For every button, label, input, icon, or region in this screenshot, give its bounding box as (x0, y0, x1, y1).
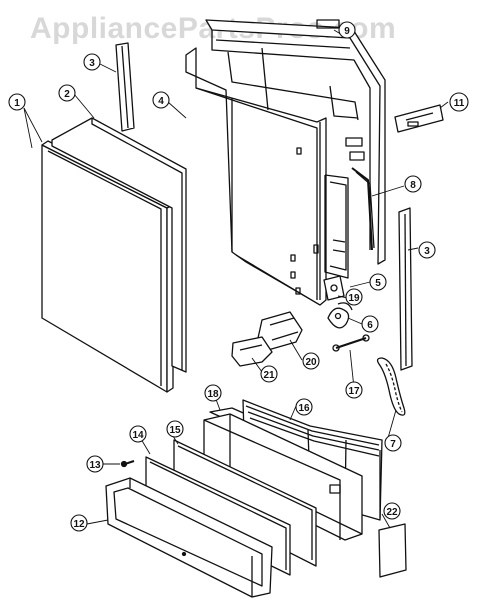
callout-circle-5 (369, 273, 387, 291)
callout-label-21: 21 (263, 370, 275, 381)
part-spring-17 (332, 334, 370, 352)
part-latch-6 (327, 302, 353, 329)
callout-circle-4 (152, 91, 170, 109)
callout-circle-7 (384, 434, 402, 452)
callout-label-22: 22 (386, 507, 398, 518)
part-bracket-11 (394, 104, 444, 133)
callout-label-15: 15 (169, 425, 181, 436)
callout-circle-8 (404, 175, 422, 193)
callout-circle-20 (302, 352, 320, 370)
callout-label-18: 18 (207, 389, 219, 400)
callout-circle-16 (295, 398, 313, 416)
callout-label-17: 17 (348, 386, 360, 397)
part-inner-door-panel (185, 47, 327, 306)
callout-label-14: 14 (132, 430, 144, 441)
callout-label-11: 11 (454, 98, 465, 109)
callout-label-12: 12 (73, 519, 85, 530)
part-screw-13 (120, 460, 135, 468)
callout-label-9: 9 (344, 26, 350, 37)
callout-circle-12 (70, 514, 88, 532)
part-inner-frame-assembly (205, 19, 386, 279)
callout-label-5: 5 (375, 278, 381, 289)
part-door-liner-panel (51, 117, 187, 373)
callout-circles (8, 21, 469, 532)
callout-label-4: 4 (158, 96, 164, 107)
part-latch-5 (323, 275, 345, 301)
part-gasket-7 (376, 357, 406, 416)
part-panel-22 (378, 523, 407, 578)
callout-label-13: 13 (89, 460, 101, 471)
callout-label-20: 20 (305, 357, 317, 368)
callout-labels: 1 2 3 4 9 11 8 3 5 19 6 20 21 17 7 18 16… (14, 26, 465, 530)
callout-circle-3a (83, 53, 101, 71)
callout-circle-9 (338, 21, 356, 39)
callout-label-8: 8 (410, 180, 416, 191)
callout-label-16: 16 (298, 403, 310, 414)
callout-circle-6 (361, 315, 379, 333)
callout-circle-18 (204, 384, 222, 402)
callout-circle-17 (345, 381, 363, 399)
callout-label-6: 6 (367, 320, 373, 331)
callout-circle-1 (8, 93, 26, 111)
callout-label-3b: 3 (424, 246, 430, 257)
callout-circle-13 (86, 455, 104, 473)
callout-label-3a: 3 (89, 58, 95, 69)
callout-circle-19 (345, 288, 363, 306)
callout-circle-15 (166, 420, 184, 438)
callout-circle-22 (383, 502, 401, 520)
callout-circle-11 (449, 92, 469, 112)
callout-label-19: 19 (348, 293, 360, 304)
callout-circle-14 (129, 425, 147, 443)
part-front-frame-12 (105, 477, 273, 598)
callout-circle-2 (58, 84, 76, 102)
callout-label-2: 2 (64, 89, 70, 100)
part-side-trim-left (115, 42, 135, 132)
callout-label-1: 1 (14, 98, 20, 109)
part-bracket-21 (231, 336, 273, 367)
part-door-seal-8 (351, 167, 375, 251)
callout-circle-3b (418, 241, 436, 259)
callout-circle-21 (260, 365, 278, 383)
part-side-trim-right (398, 207, 413, 371)
callout-label-7: 7 (390, 439, 396, 450)
